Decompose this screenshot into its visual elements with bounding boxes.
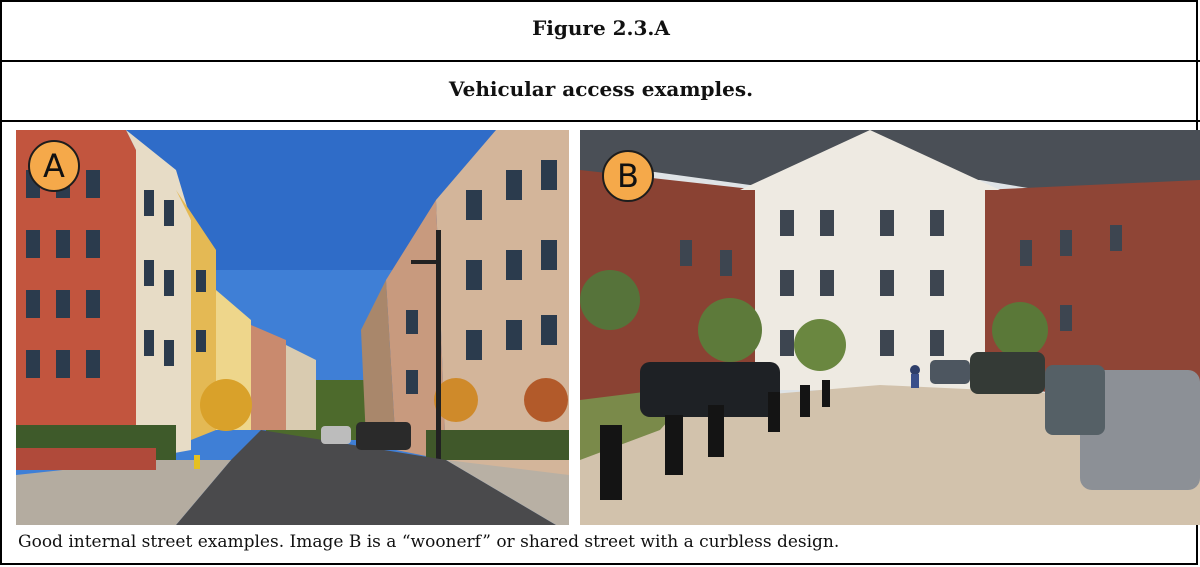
photo-a-street: A — [16, 130, 569, 525]
photo-a-illustration — [16, 130, 569, 525]
figure-number: Figure 2.3.A — [532, 16, 670, 40]
image-a-label-badge: A — [28, 140, 80, 192]
header-divider — [2, 60, 1200, 62]
figure-caption: Good internal street examples. Image B i… — [18, 532, 840, 552]
image-b-label-badge: B — [602, 150, 654, 202]
figure-header: Figure 2.3.A Vehicular access examples. — [2, 2, 1200, 122]
photo-b-woonerf: B — [580, 130, 1200, 525]
photo-b-illustration — [580, 130, 1200, 525]
figure-title: Vehicular access examples. — [448, 77, 754, 101]
